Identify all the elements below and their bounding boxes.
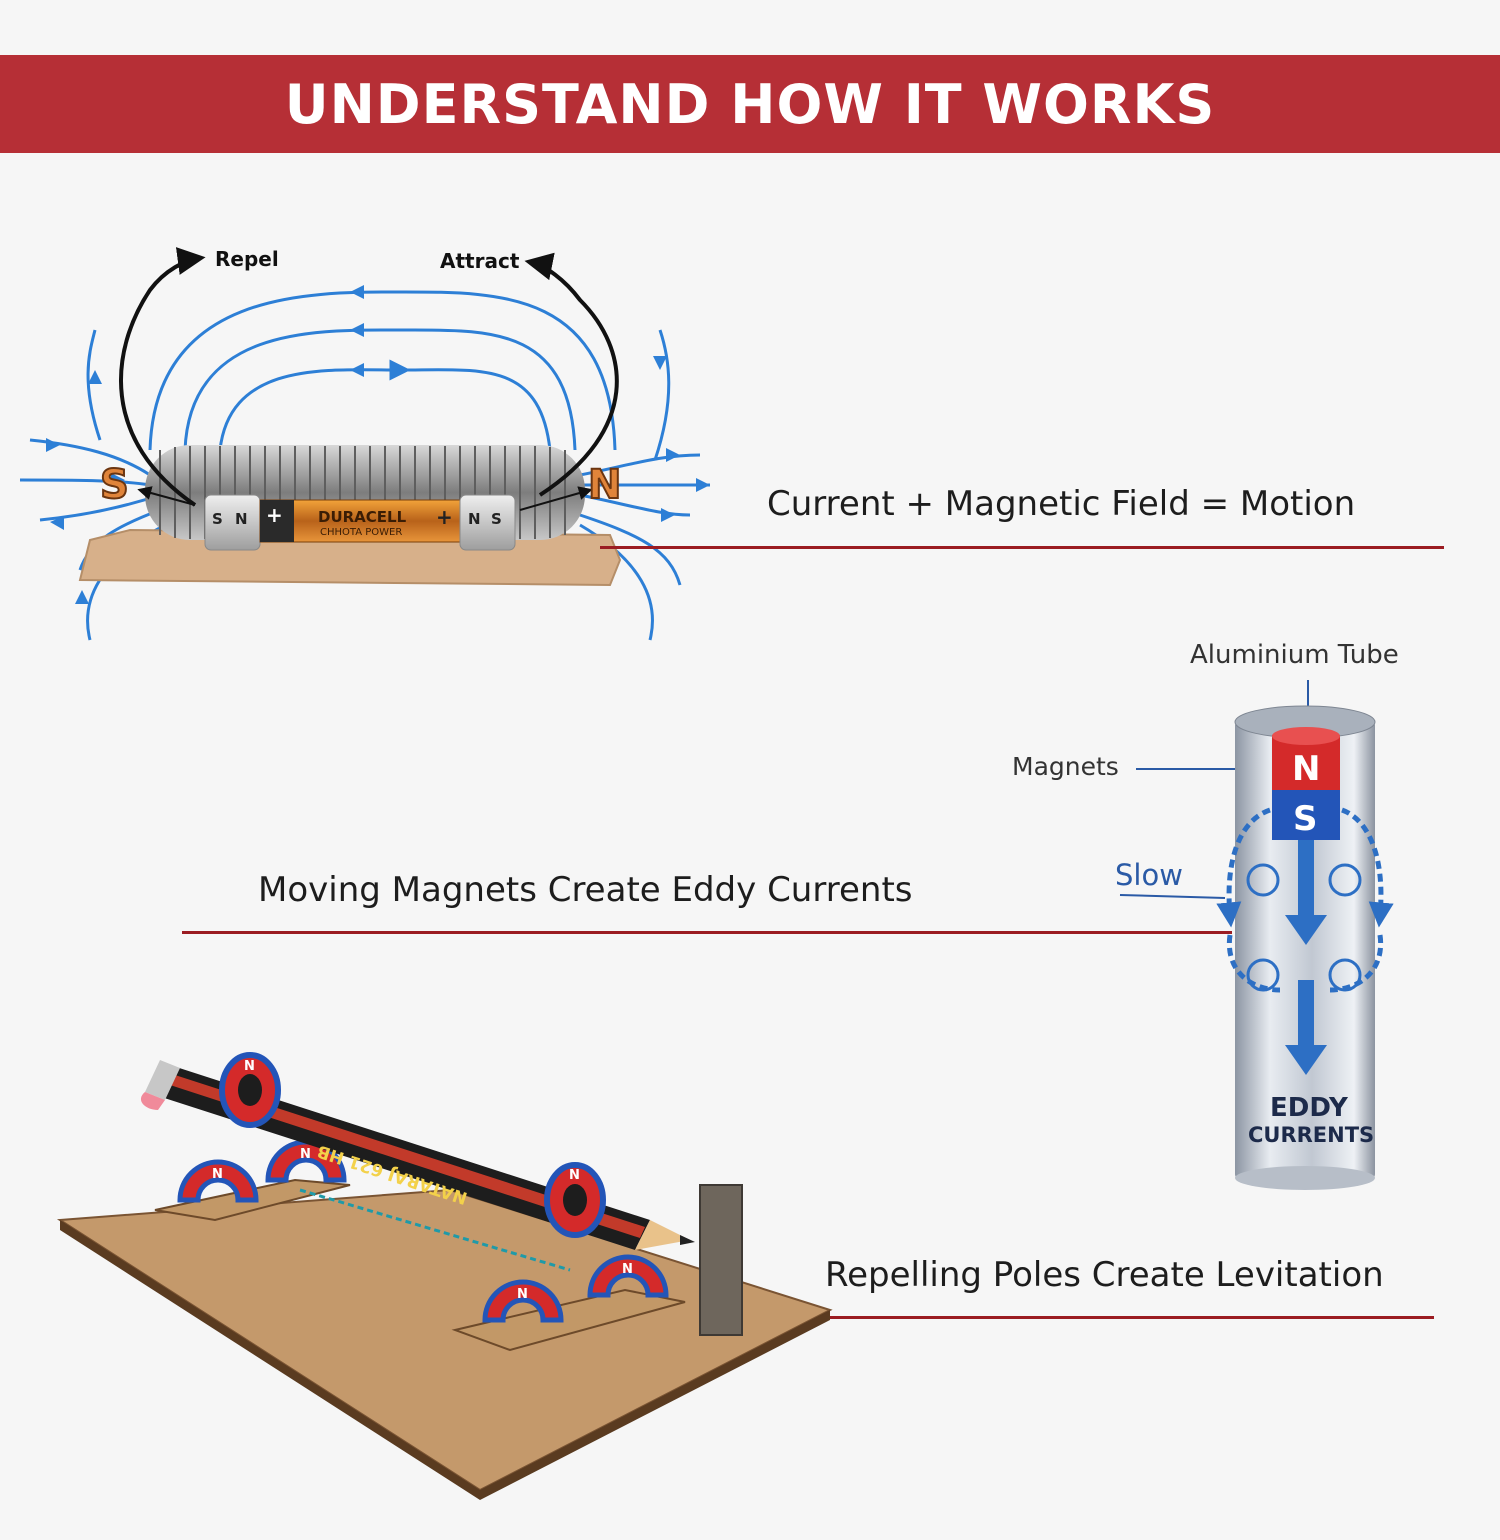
magnet-south xyxy=(1272,790,1340,840)
pole-arrow-left xyxy=(137,486,196,506)
battery-plus-right: + xyxy=(436,505,453,529)
battery-cap xyxy=(260,500,294,542)
attract-arrow xyxy=(524,252,619,497)
magnet-south-label: S xyxy=(1293,799,1318,839)
title-banner: UNDERSTAND HOW IT WORKS xyxy=(0,55,1500,153)
downward-arrows xyxy=(1285,840,1327,1075)
ring-pole-label-6: N xyxy=(622,1262,633,1277)
stop-plate xyxy=(699,1184,743,1336)
coil-windings xyxy=(159,446,566,539)
right-magnet-pole-1: N xyxy=(468,510,481,528)
battery-plus-left: + xyxy=(266,503,283,527)
eddy-tube-diagram: N S EDDY CURRENTS xyxy=(1119,680,1394,1190)
attract-label: Attract xyxy=(440,249,520,273)
motor-diagram: Repel Attract S N S N + DURACELL CHHOTA … xyxy=(19,247,710,641)
pole-label-north: N xyxy=(588,462,621,508)
left-magnet-pole-2: N xyxy=(235,510,248,528)
tube-bottom-rim xyxy=(1235,1166,1375,1190)
eddy-label-line2: CURRENTS xyxy=(1248,1123,1374,1147)
repel-label: Repel xyxy=(215,247,279,271)
alignment-dashed-line xyxy=(299,1188,571,1272)
battery-subtext: CHHOTA POWER xyxy=(320,527,402,538)
ring-pole-label-2: N xyxy=(569,1168,580,1183)
repel-arrow xyxy=(119,247,206,507)
eddy-current-loops xyxy=(1216,807,1394,993)
levitation-diagram: NATARAJ 621 HB N N N N N N xyxy=(56,1052,833,1500)
magnet-top xyxy=(1272,727,1340,745)
pole-arrow-right xyxy=(519,486,593,511)
pole-label-south: S xyxy=(100,462,129,508)
levitation-caption-rule xyxy=(830,1316,1434,1319)
infographic-page: { "banner": { "title": "UNDERSTAND HOW I… xyxy=(0,55,1500,1500)
pencil xyxy=(140,1060,695,1250)
eddy-caption-rule xyxy=(182,931,1232,934)
ring-pole-label-1: N xyxy=(244,1059,255,1074)
ring-pole-label-3: N xyxy=(212,1167,223,1182)
magnetic-field-lines xyxy=(19,285,710,641)
right-magnet-pole-2: S xyxy=(491,510,502,528)
magnets-label: Magnets xyxy=(1012,752,1119,781)
base-ring-magnets xyxy=(177,1139,669,1323)
slow-label: Slow xyxy=(1115,858,1183,892)
motor-caption-rule xyxy=(600,546,1444,549)
ring-pole-label-5: N xyxy=(517,1287,528,1302)
motor-caption: Current + Magnetic Field = Motion xyxy=(767,484,1356,524)
pencil-ring-magnets xyxy=(219,1052,606,1238)
eddy-caption: Moving Magnets Create Eddy Currents xyxy=(258,870,913,910)
left-magnet-pole-1: S xyxy=(212,510,223,528)
right-platform xyxy=(451,1288,686,1352)
battery-brand: DURACELL xyxy=(318,508,407,526)
page-title: UNDERSTAND HOW IT WORKS xyxy=(284,73,1216,136)
magnet-north-label: N xyxy=(1292,749,1320,789)
ring-pole-label-4: N xyxy=(300,1147,311,1162)
levitation-caption: Repelling Poles Create Levitation xyxy=(825,1255,1384,1295)
aluminium-tube-label: Aluminium Tube xyxy=(1190,640,1399,670)
eddy-swirl-icons xyxy=(1246,863,1362,992)
eddy-label-line1: EDDY xyxy=(1270,1093,1349,1123)
slow-leader-line xyxy=(1119,894,1226,899)
right-magnet xyxy=(459,494,516,551)
